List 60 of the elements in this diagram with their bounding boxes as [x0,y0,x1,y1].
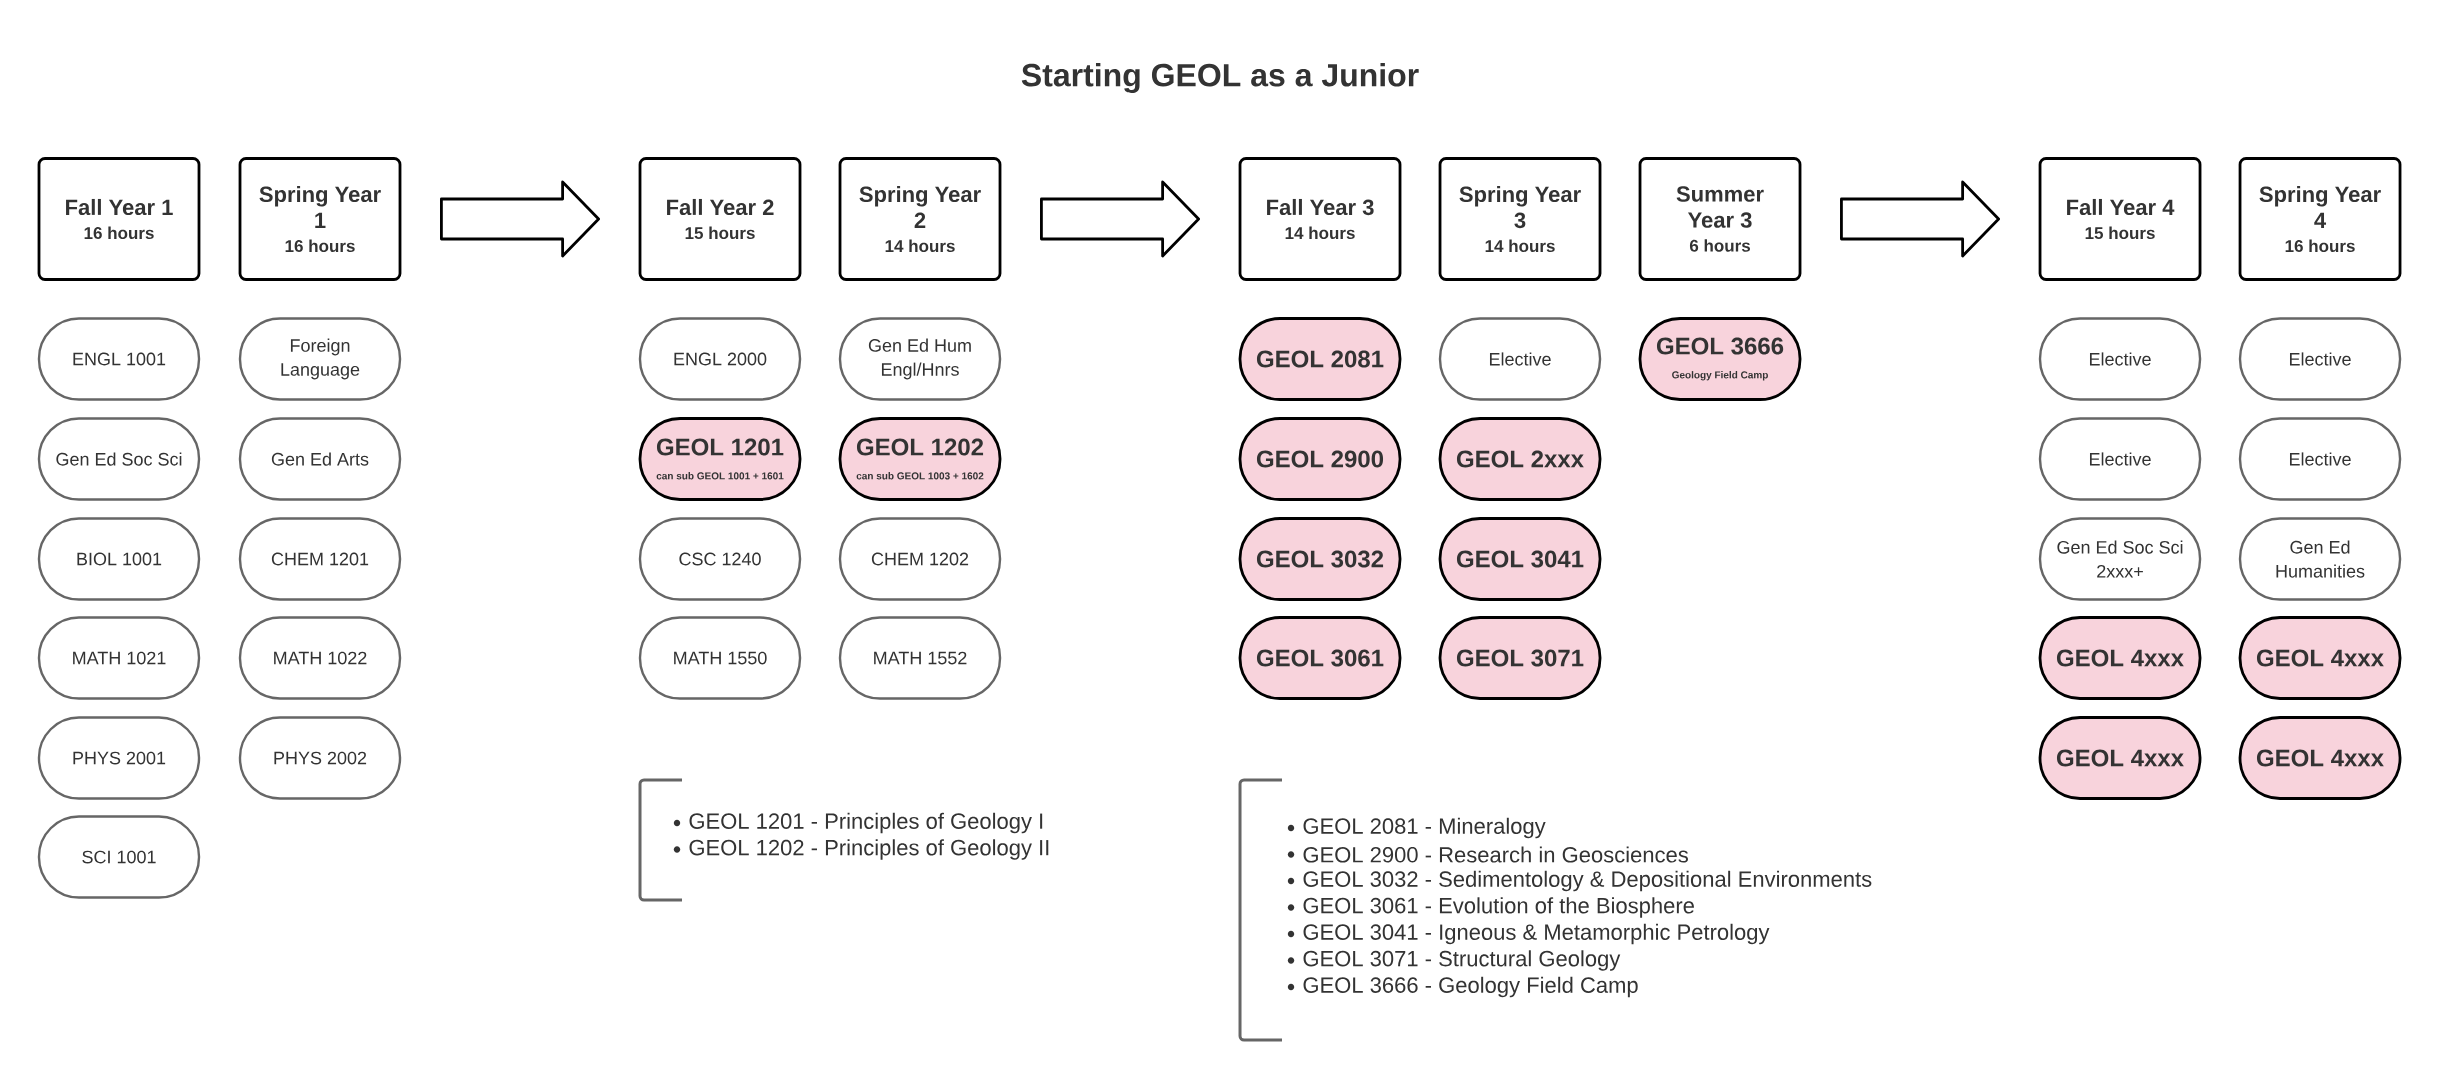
course-description: GEOL 3666 - Geology Field Camp [1303,976,1638,998]
geology-course-pill: GEOL 3041 [1438,517,1602,601]
geology-course-pill: GEOL 3071 [1438,616,1602,700]
course-description: GEOL 2081 - Mineralogy [1303,817,1546,839]
course-pill: Gen Ed Soc Sci 2xxx+ [2038,517,2202,601]
semester-box: Spring Year 2 14 hours [838,157,1002,281]
course-description: GEOL 3041 - Igneous & Metamorphic Petrology [1303,923,1770,945]
geology-course-pill: GEOL 1201 can sub GEOL 1001 + 1601 [638,417,802,501]
course-pill: Elective [2238,317,2402,401]
course-pill: Elective [1438,317,1602,401]
semester-box: Spring Year 1 16 hours [238,157,402,281]
course-pill: SCI 1001 [37,815,201,899]
course-pill: MATH 1021 [37,616,201,700]
semester-box: Spring Year 3 14 hours [1438,157,1602,281]
course-description: GEOL 1202 - Principles of Geology II [689,839,1049,860]
geology-course-pill: GEOL 4xxx [2238,616,2402,700]
course-pill: MATH 1022 [238,616,402,700]
course-description: GEOL 3061 - Evolution of the Biosphere [1303,897,1694,918]
course-description: GEOL 2900 - Research in Geosciences [1303,846,1688,863]
semester-box: Fall Year 2 15 hours [638,157,802,281]
semester-box: Spring Year 4 16 hours [2238,157,2402,281]
course-pill: MATH 1552 [838,616,1002,700]
course-pill: ENGL 1001 [37,317,201,401]
geology-course-pill: GEOL 2900 [1238,417,1402,501]
course-description: GEOL 1201 - Principles of Geology I [689,812,1043,834]
geology-course-pill: GEOL 3061 [1238,616,1402,700]
course-pill: Gen Ed Hum Engl/Hnrs [838,317,1002,401]
course-pill: CHEM 1202 [838,517,1002,601]
geology-course-pill: GEOL 3032 [1238,517,1402,601]
geology-course-pill: GEOL 2xxx [1438,417,1602,501]
course-pill: MATH 1550 [638,616,802,700]
semester-box: Summer Year 3 6 hours [1638,157,1802,281]
geology-course-pill: GEOL 3666 Geology Field Camp [1638,317,1802,401]
semester-box: Fall Year 1 16 hours [37,157,201,281]
semester-box: Fall Year 4 15 hours [2038,157,2202,281]
geology-course-pill: GEOL 2081 [1238,317,1402,401]
course-pill: Gen Ed Humanities [2238,517,2402,601]
course-pill: Foreign Language [238,317,402,401]
course-pill: Elective [2038,417,2202,501]
course-pill: Elective [2238,417,2402,501]
title: Starting GEOL as a Junior [1021,63,1419,93]
course-pill: Gen Ed Arts [238,417,402,501]
block-arrow [1840,180,2001,258]
course-pill: CSC 1240 [638,517,802,601]
course-description: GEOL 3032 - Sedimentology & Depositional Environments [1303,870,1872,892]
course-pill: Gen Ed Soc Sci [37,417,201,501]
block-arrow [440,180,600,258]
geology-course-pill: GEOL 4xxx [2038,616,2202,700]
course-description: GEOL 3071 - Structural Geology [1303,950,1621,971]
block-arrow [1040,180,1200,258]
course-pill: CHEM 1201 [238,517,402,601]
course-pill: ENGL 2000 [638,317,802,401]
course-pill: Elective [2038,317,2202,401]
semester-box: Fall Year 3 14 hours [1238,157,1402,281]
course-pill: BIOL 1001 [37,517,201,601]
course-pill: PHYS 2002 [238,716,402,800]
geology-course-pill: GEOL 1202 can sub GEOL 1003 + 1602 [838,417,1002,501]
geology-course-pill: GEOL 4xxx [2038,716,2202,800]
course-pill: PHYS 2001 [37,716,201,800]
geology-course-pill: GEOL 4xxx [2238,716,2402,800]
